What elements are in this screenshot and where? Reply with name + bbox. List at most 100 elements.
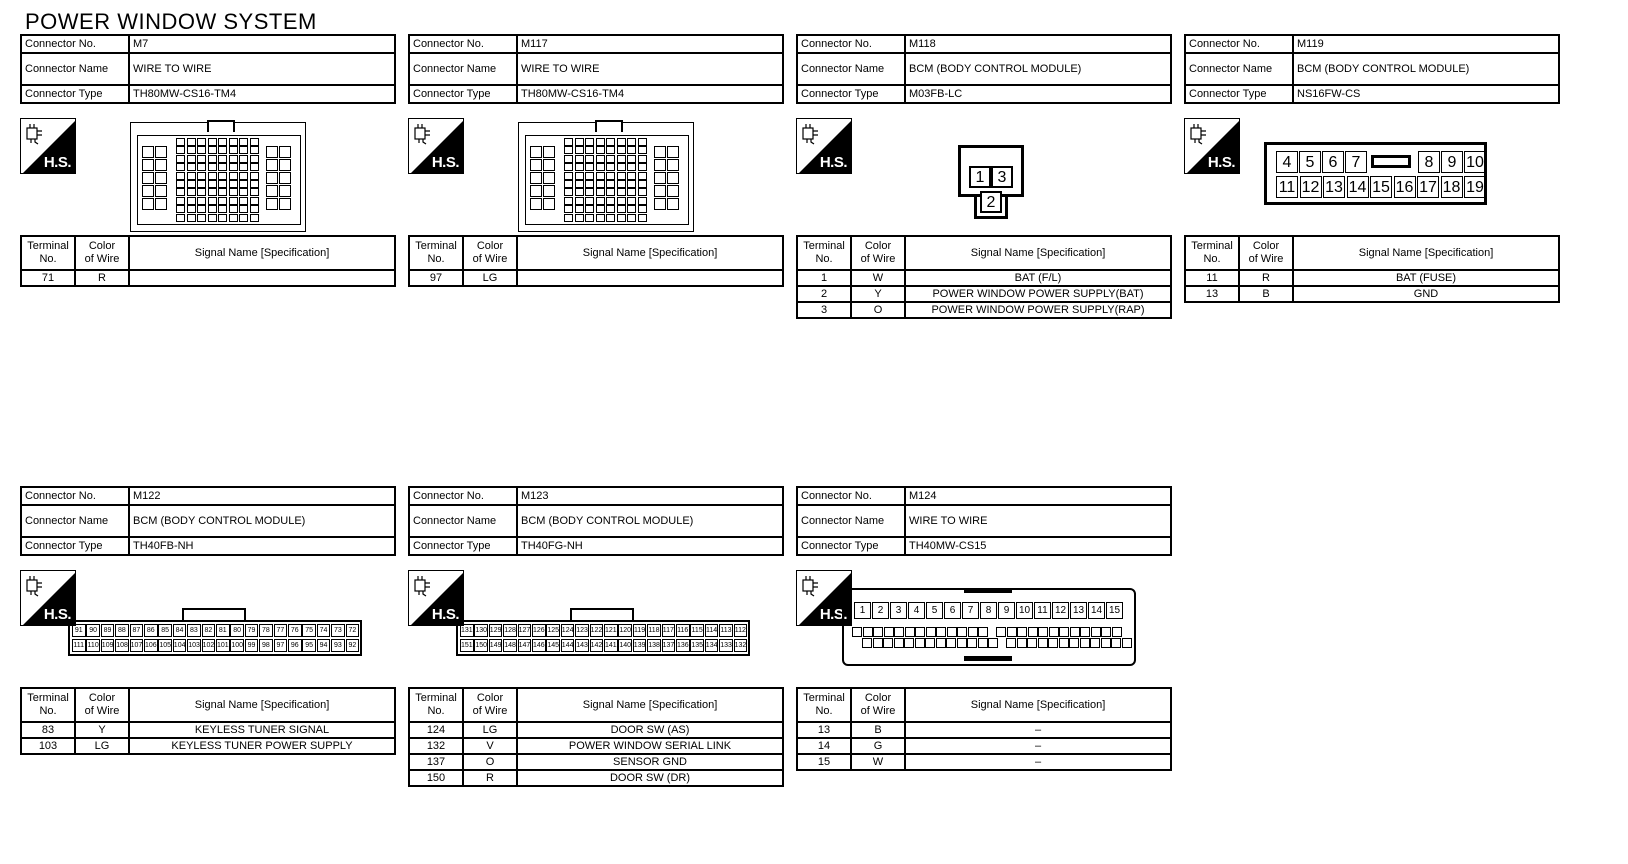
terminal-cavity	[606, 171, 615, 180]
connector-type-label: Connector Type	[408, 84, 518, 104]
connector-name-value: BCM (BODY CONTROL MODULE)	[1292, 52, 1560, 86]
terminal-cavity	[1027, 638, 1037, 648]
terminal-cavity	[249, 213, 259, 222]
terminal-cavity	[207, 138, 217, 146]
terminal-pin: 149	[488, 639, 503, 652]
terminal-pin: 143	[575, 639, 589, 652]
signal-header: Signal Name [Specification]	[516, 235, 784, 271]
terminal-pin: 3	[991, 166, 1013, 188]
terminal-cavity	[595, 154, 605, 163]
terminal-pin: 72	[345, 624, 360, 637]
color-cell: LG	[74, 737, 130, 755]
terminal-cavity	[595, 205, 605, 214]
terminal-cavity	[893, 638, 904, 648]
terminal-pin: 82	[201, 624, 216, 637]
terminal-cavity	[249, 205, 259, 214]
terminal-pin: 110	[86, 639, 100, 652]
terminal-cavity	[207, 154, 217, 163]
terminal-cavity	[228, 163, 238, 172]
terminal-pin: 121	[604, 624, 618, 637]
terminal-cell: 71	[20, 269, 76, 287]
terminal-cell: 13	[796, 721, 852, 739]
signal-cell: –	[904, 721, 1172, 739]
terminal-cavity	[186, 213, 196, 222]
terminal-pin: 80	[230, 624, 244, 637]
terminal-pin: 79	[244, 624, 259, 637]
terminal-cavity	[228, 154, 238, 163]
terminal-cavity	[978, 627, 988, 637]
terminal-pin: 12	[1052, 602, 1069, 619]
terminal-pin: 134	[704, 639, 719, 652]
terminal-cavity	[207, 205, 217, 214]
connector-type-value: TH40FG-NH	[516, 536, 784, 556]
terminal-cell: 103	[20, 737, 76, 755]
terminal-pin: 13	[1070, 602, 1087, 619]
terminal-cavity	[1006, 627, 1017, 637]
connector-no-value: M124	[904, 486, 1172, 506]
terminal-pin: 109	[100, 639, 115, 652]
terminal-cavity	[186, 205, 196, 214]
terminal-cavity	[530, 198, 542, 210]
terminal-pin: 17	[1417, 176, 1439, 198]
terminal-cavity	[239, 154, 248, 163]
terminal-cavity	[627, 163, 636, 172]
terminal-pin: 148	[503, 639, 517, 652]
terminal-cell: 150	[408, 769, 464, 787]
terminal-cavity	[637, 188, 647, 197]
color-cell: O	[462, 753, 518, 771]
harness-side-icon: H.S.	[408, 570, 464, 626]
terminal-pin: 95	[302, 639, 316, 652]
terminal-cavity	[862, 638, 872, 648]
terminal-pin: 73	[331, 624, 345, 637]
terminal-cavity	[637, 154, 647, 163]
terminal-pin: 3	[890, 602, 907, 619]
terminal-pin: 131	[460, 624, 474, 637]
terminal-cavity	[186, 188, 196, 197]
signal-cell	[516, 269, 784, 287]
connector-name-value: BCM (BODY CONTROL MODULE)	[904, 52, 1172, 86]
terminal-cavity	[1100, 638, 1111, 648]
terminal-cavity	[186, 138, 196, 146]
terminal-cavity	[585, 163, 594, 172]
terminal-pin: 97	[273, 639, 288, 652]
connector-type-label: Connector Type	[796, 84, 906, 104]
terminal-cavity	[218, 138, 227, 146]
terminal-pin: 4	[908, 602, 925, 619]
terminal-pin: 140	[618, 639, 632, 652]
terminal-cavity	[218, 196, 227, 205]
terminal-pin: 135	[690, 639, 704, 652]
terminal-cavity	[616, 146, 626, 155]
signal-cell: BAT (FUSE)	[1292, 269, 1560, 287]
terminal-cavity	[543, 159, 555, 171]
connector-no-label: Connector No.	[796, 34, 906, 54]
terminal-pin: 126	[532, 624, 546, 637]
terminal-cavity	[627, 205, 636, 214]
terminal-pin: 87	[129, 624, 144, 637]
terminal-pin: 106	[144, 639, 158, 652]
terminal-cavity	[239, 171, 248, 180]
signal-cell: BAT (F/L)	[904, 269, 1172, 287]
connector-face	[130, 120, 306, 232]
signal-cell: –	[904, 737, 1172, 755]
signal-header: Signal Name [Specification]	[904, 687, 1172, 723]
terminal-cell: 3	[796, 301, 852, 319]
connector-no-label: Connector No.	[20, 34, 130, 54]
terminal-cavity	[872, 638, 883, 648]
terminal-pin: 136	[676, 639, 690, 652]
terminal-cavity	[218, 188, 227, 197]
terminal-pin: 88	[115, 624, 129, 637]
terminal-pin: 123	[575, 624, 589, 637]
connector-name-label: Connector Name	[408, 504, 518, 538]
connector-face-inner	[525, 135, 689, 225]
color-cell: R	[462, 769, 518, 787]
connector-no-label: Connector No.	[1184, 34, 1294, 54]
